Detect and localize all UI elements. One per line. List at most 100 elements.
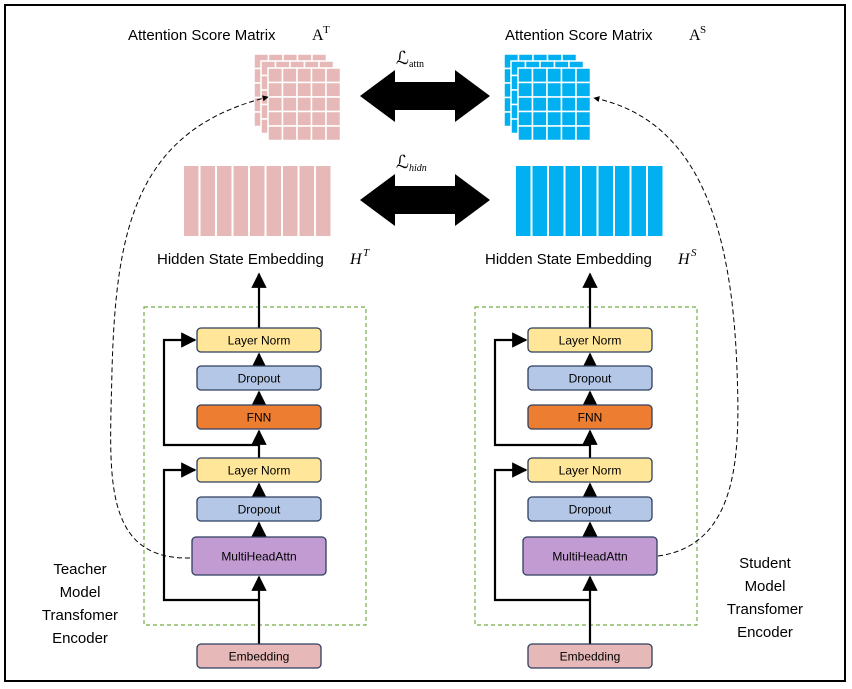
matrix-cell xyxy=(296,67,313,84)
matrix-cell xyxy=(517,81,534,98)
matrix-cell xyxy=(531,96,548,113)
dropout-top-block: Dropout xyxy=(527,365,653,391)
layer-norm-bottom-block: Layer Norm xyxy=(196,457,322,483)
matrix-cell xyxy=(267,67,284,84)
hidden-state-bar xyxy=(297,164,316,238)
svg-text:A: A xyxy=(312,27,324,44)
teacher-caption: Teacher Model Transfomer Encoder xyxy=(42,561,118,647)
dropout-bottom-block: Dropout xyxy=(527,496,653,522)
svg-text:S: S xyxy=(691,247,697,259)
svg-text:Transfomer: Transfomer xyxy=(42,607,118,624)
svg-text:Teacher: Teacher xyxy=(53,561,106,578)
svg-text:attn: attn xyxy=(409,59,424,70)
matrix-cell xyxy=(575,110,592,127)
matrix-cell xyxy=(560,67,577,84)
hidden-state-bar xyxy=(231,164,250,238)
matrix-cell xyxy=(281,125,298,142)
hidden-state-bar xyxy=(629,164,648,238)
svg-text:Dropout: Dropout xyxy=(569,503,612,517)
matrix-cell xyxy=(296,81,313,98)
attn-loss-label: ℒ attn xyxy=(396,48,424,70)
matrix-cell xyxy=(531,67,548,84)
matrix-cell xyxy=(546,81,563,98)
residual-connection xyxy=(162,462,259,602)
residual-connection xyxy=(493,462,590,602)
matrix-layer xyxy=(517,67,592,142)
hidden-state-bar xyxy=(314,164,333,238)
matrix-cell xyxy=(560,125,577,142)
matrix-cell xyxy=(575,96,592,113)
svg-text:Layer Norm: Layer Norm xyxy=(559,334,622,348)
teacher-hidden-title: Hidden State Embedding H T xyxy=(157,247,370,268)
svg-text:Layer Norm: Layer Norm xyxy=(228,334,291,348)
encoder-container xyxy=(474,306,698,626)
matrix-cell xyxy=(296,96,313,113)
matrix-cell xyxy=(310,67,327,84)
matrix-cell xyxy=(310,125,327,142)
svg-text:Attention Score Matrix: Attention Score Matrix xyxy=(128,27,276,44)
svg-text:Attention Score Matrix: Attention Score Matrix xyxy=(505,27,653,44)
svg-text:Transfomer: Transfomer xyxy=(727,601,803,618)
matrix-cell xyxy=(281,81,298,98)
matrix-cell xyxy=(325,96,342,113)
matrix-cell xyxy=(560,110,577,127)
svg-text:Model: Model xyxy=(745,578,786,595)
layer-norm-top-block: Layer Norm xyxy=(527,327,653,353)
multi-head-attn-block: MultiHeadAttn xyxy=(191,536,327,576)
matrix-cell xyxy=(546,125,563,142)
svg-text:FNN: FNN xyxy=(247,411,272,425)
svg-text:Embedding: Embedding xyxy=(560,650,621,664)
matrix-cell xyxy=(267,110,284,127)
teacher-attn-feedback-curve xyxy=(110,95,269,559)
svg-text:Dropout: Dropout xyxy=(238,503,281,517)
svg-text:ℒ: ℒ xyxy=(396,48,409,68)
svg-text:Encoder: Encoder xyxy=(737,624,793,641)
student-attn-feedback-curve xyxy=(593,96,739,557)
matrix-layer xyxy=(267,67,342,142)
hidden-state-bar xyxy=(198,164,217,238)
matrix-cell xyxy=(325,125,342,142)
matrix-cell xyxy=(575,67,592,84)
matrix-cell xyxy=(310,96,327,113)
matrix-cell xyxy=(517,67,534,84)
matrix-cell xyxy=(575,81,592,98)
svg-text:Layer Norm: Layer Norm xyxy=(559,464,622,478)
matrix-cell xyxy=(325,67,342,84)
matrix-cell xyxy=(531,81,548,98)
svg-text:hidn: hidn xyxy=(409,163,427,174)
svg-text:S: S xyxy=(700,24,706,36)
hidden-state-bar xyxy=(264,164,283,238)
teacher-hidden-state-bars xyxy=(182,164,333,238)
hidden-state-bar xyxy=(646,164,665,238)
svg-text:MultiHeadAttn: MultiHeadAttn xyxy=(221,550,296,564)
matrix-cell xyxy=(531,125,548,142)
student-caption: Student Model Transfomer Encoder xyxy=(727,555,803,641)
hidden-state-bar xyxy=(248,164,267,238)
student-attention-matrix xyxy=(503,53,592,142)
matrix-cell xyxy=(560,96,577,113)
matrix-cell xyxy=(517,125,534,142)
multi-head-attn-block: MultiHeadAttn xyxy=(522,536,658,576)
svg-text:Embedding: Embedding xyxy=(229,650,290,664)
matrix-cell xyxy=(281,67,298,84)
hidden-state-bar xyxy=(563,164,582,238)
matrix-cell xyxy=(296,110,313,127)
hidden-state-bar xyxy=(215,164,234,238)
svg-text:Hidden State Embedding: Hidden State Embedding xyxy=(485,251,652,268)
hidden-state-bar xyxy=(580,164,599,238)
hidn-loss-label: ℒ hidn xyxy=(396,152,427,174)
residual-connection xyxy=(493,332,590,447)
svg-text:Model: Model xyxy=(60,584,101,601)
svg-text:H: H xyxy=(677,251,691,268)
layer-norm-top-block: Layer Norm xyxy=(196,327,322,353)
matrix-cell xyxy=(517,110,534,127)
matrix-cell xyxy=(296,125,313,142)
embedding-block: Embedding xyxy=(527,643,653,669)
attn-loss-arrow xyxy=(360,70,490,122)
svg-text:T: T xyxy=(363,247,370,259)
hidden-state-bar xyxy=(514,164,533,238)
embedding-block: Embedding xyxy=(196,643,322,669)
